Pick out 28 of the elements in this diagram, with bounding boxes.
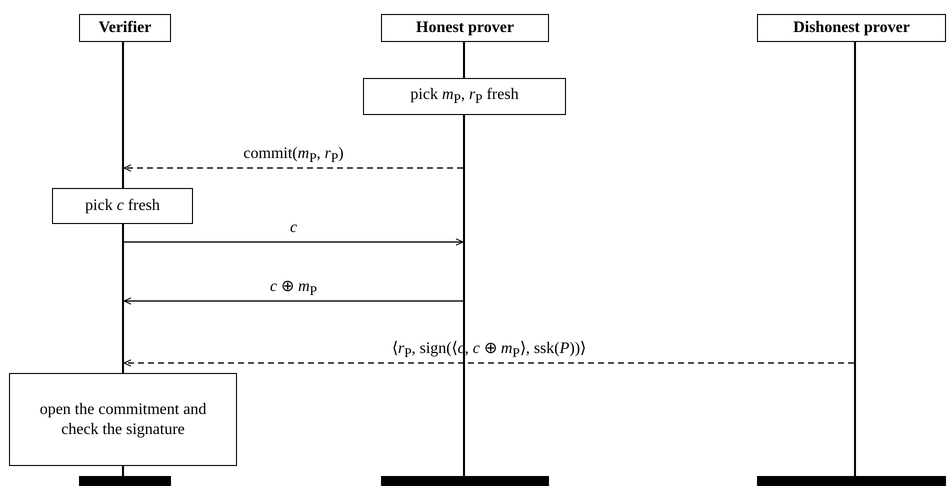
box-text: Dishonest prover: [793, 18, 910, 38]
participant-box: [79, 14, 171, 42]
lifeline: [854, 42, 856, 476]
message-arrow: [124, 359, 854, 367]
box-text: Honest prover: [416, 18, 514, 38]
box-text: pick c fresh: [85, 196, 160, 216]
lifeline-end-bar: [757, 476, 946, 486]
box-text: Verifier: [98, 18, 152, 38]
lifeline-end-bar: [79, 476, 171, 486]
message-arrow: [124, 164, 463, 172]
lifeline: [463, 115, 465, 476]
action-box: [9, 373, 237, 466]
lifeline: [122, 466, 124, 476]
box-text: open the commitment and check the signature: [38, 400, 208, 440]
participant-box: [757, 14, 946, 42]
action-box: [363, 78, 566, 115]
lifeline: [463, 42, 465, 78]
box-text: pick m$_{P}$, r$_{P}$ fresh: [410, 85, 519, 108]
lifeline: [122, 42, 124, 188]
message-label: c ⊕ m$_{P}$: [270, 279, 318, 298]
message-label: c: [290, 220, 298, 236]
message-arrow: [124, 238, 464, 246]
message-arrow: [124, 297, 463, 305]
lifeline: [122, 224, 124, 373]
participant-box: [381, 14, 549, 42]
message-label: commit(m$_{P}$, r$_{P}$): [243, 146, 344, 165]
action-box: [52, 188, 193, 224]
lifeline-end-bar: [381, 476, 549, 486]
